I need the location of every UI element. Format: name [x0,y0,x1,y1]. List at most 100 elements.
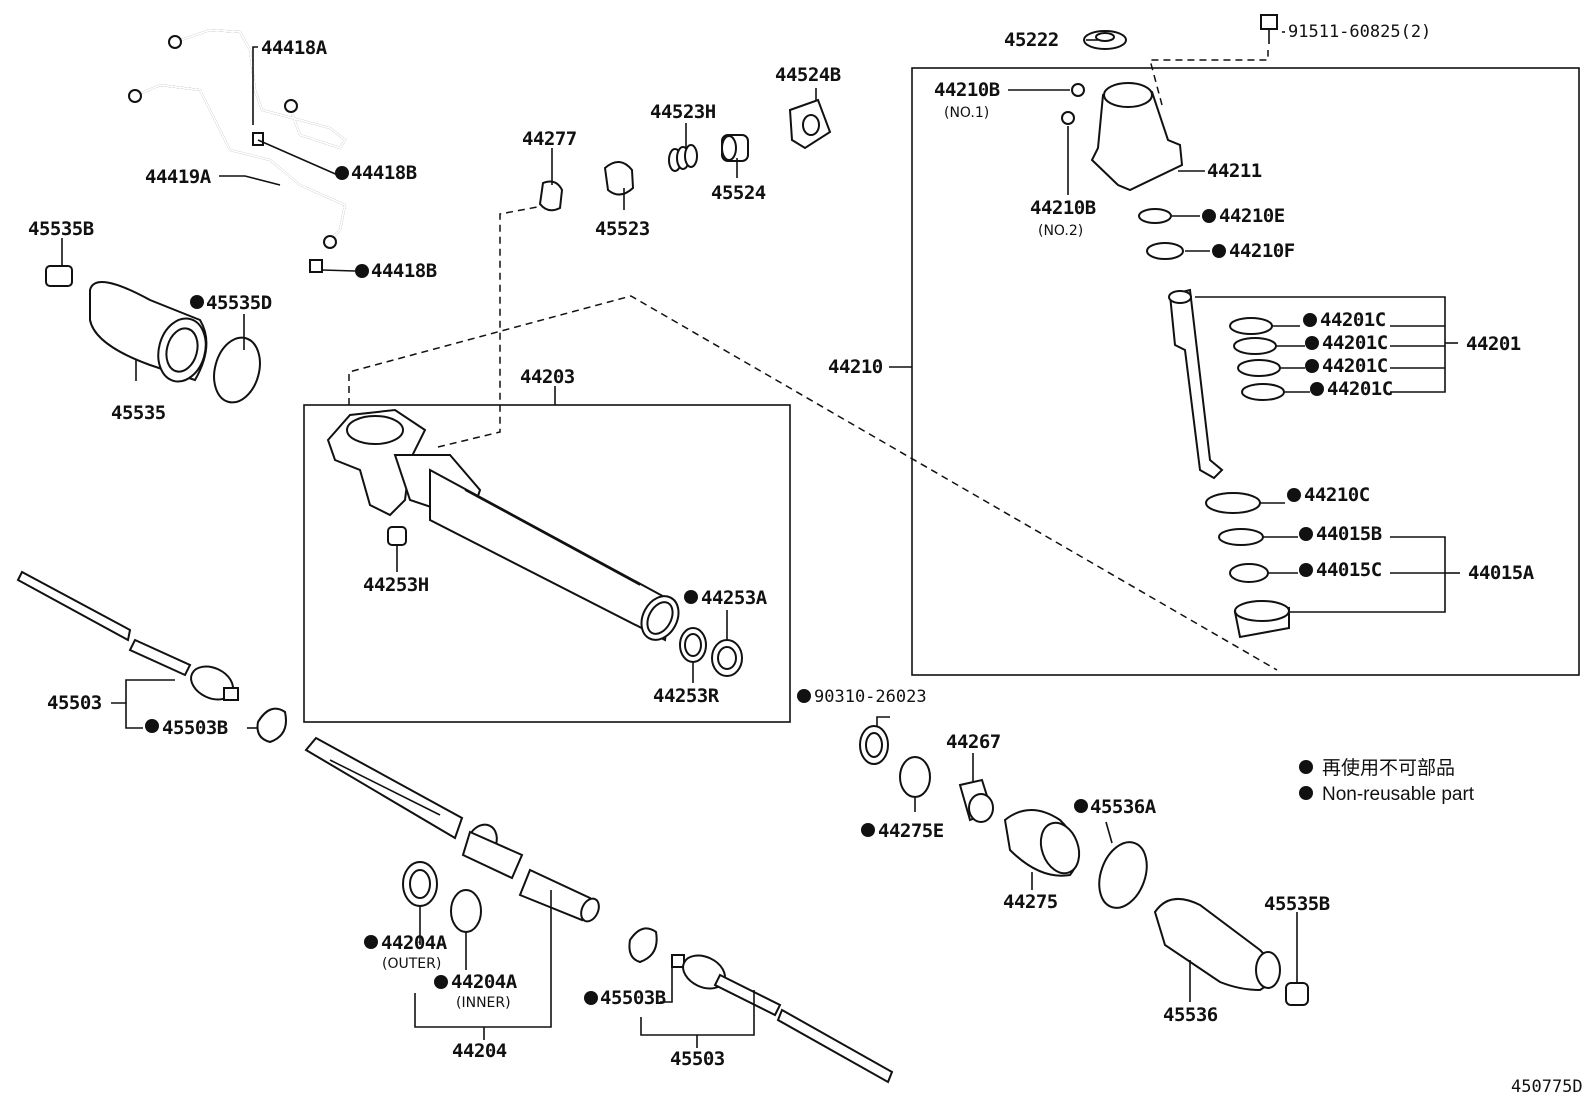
tie-rod-45503-left-icon [16,570,239,701]
callout-45222: 45222 [1004,29,1059,51]
seal-ring-44201C-icon [1233,337,1277,355]
callout-44275: 44275 [1003,891,1058,913]
valve-group-frame [911,67,1580,676]
washer-44210F-icon [1146,242,1184,260]
callout-44210E: 44210E [1219,205,1285,227]
lock-washer-45503B-right-icon [628,927,658,964]
o-ring-44204A-inner-icon [450,889,482,933]
callout-45535B: 45535B [1264,893,1330,915]
callout-44253A: 44253A [701,587,768,609]
sleeve-44267-icon [958,778,994,823]
clamp-45536A-icon [1098,841,1148,909]
seal-45222-icon [1083,30,1127,50]
callout-44015A: 44015A [1468,562,1535,584]
callout-44203: 44203 [520,366,575,388]
callout-45536A: 45536A [1090,796,1157,818]
clip-45535B-icon [1285,982,1309,1006]
plug-45523-icon [603,161,635,196]
callout-44201: 44201 [1466,333,1521,355]
projection-line-44277 [437,204,549,448]
callout-44210B-no1-note: (NO.1) [944,105,989,121]
callout-44277: 44277 [522,128,577,150]
diagram-reference-code: 450775D [1511,1077,1583,1097]
callout-44204A-inner-note: (INNER) [456,995,511,1011]
legend-japanese: 再使用不可部品 [1322,757,1455,779]
callout-44201C: 44201C [1322,332,1388,354]
callout-45536: 45536 [1163,1004,1218,1026]
callout-44204A-inner: 44204A [451,971,518,993]
washer-44210E-icon [1138,208,1172,224]
seal-ring-44201C-icon [1241,383,1285,401]
pressure-pipe-44419A [128,83,347,249]
valve-housing-44211-icon [1090,82,1184,192]
callout-45503B: 45503B [600,987,666,1009]
callout-44523H: 44523H [650,101,716,123]
callout-90310-26023: 90310-26023 [814,687,927,707]
housing-group-frame [303,404,791,723]
callout-44210: 44210 [828,356,883,378]
bolt-44210B-icon [1061,111,1075,125]
boot-45536-icon [1153,897,1281,992]
control-valve-shaft-44201-icon [1168,288,1224,480]
bushing-44253H-icon [387,526,407,546]
callout-44201C: 44201C [1327,378,1393,400]
rack-housing-44203-icon [326,408,680,642]
projection-line-bolt [1149,50,1269,106]
spring-44523H-icon [668,144,698,172]
rack-bar-44204-icon [304,736,600,923]
callout-44210F: 44210F [1229,240,1295,262]
pressure-pipe-44418A [168,28,347,150]
callout-45535B: 45535B [28,218,94,240]
callout-45503B: 45503B [162,717,228,739]
pipe-union-icon [309,259,323,273]
callout-44204A-outer-note: (OUTER) [382,956,441,972]
callout-91511-60825: 91511-60825(2) [1288,22,1431,42]
callout-44201C: 44201C [1322,355,1388,377]
boot-44275-icon [1003,809,1081,877]
callout-44015B: 44015B [1316,523,1382,545]
projection-line-valve [348,295,1278,671]
bolt-44210B-icon [1071,83,1085,97]
callout-44418B: 44418B [371,260,437,282]
seal-44015B-icon [1218,528,1264,546]
o-ring-44210C-icon [1205,492,1261,514]
callout-44275E: 44275E [878,820,944,842]
callout-44211: 44211 [1207,160,1262,182]
callout-44210B-no1: 44210B [934,79,1000,101]
callout-44210C: 44210C [1304,484,1370,506]
seal-ring-44201C-icon [1237,359,1281,377]
callout-44015C: 44015C [1316,559,1382,581]
clip-45535B-icon [45,265,73,287]
cap-44524B-icon [788,98,832,150]
callout-45535: 45535 [111,402,166,424]
seal-kit-44015A-icon [1233,600,1290,639]
callout-44201C: 44201C [1320,309,1386,331]
callout-45535D: 45535D [206,292,272,314]
non-reusable-dots [145,166,1324,1005]
legend-english: Non-reusable part [1322,784,1475,805]
pipe-union-icon [252,132,264,146]
lock-washer-45503B-left-icon [256,707,287,744]
callout-44267: 44267 [946,731,1001,753]
callout-44253H: 44253H [363,574,429,596]
clamp-45535D-icon [213,336,261,404]
bolt-91511-icon [1260,14,1278,44]
seal-44015C-icon [1229,563,1269,583]
o-ring-44275E-icon [899,756,931,798]
callout-44210B-no2-note: (NO.2) [1038,223,1083,239]
callout-45524: 45524 [711,182,766,204]
part-44277-icon [538,180,564,212]
callout-45503: 45503 [670,1048,725,1070]
guide-45524-icon [721,134,749,162]
callout-44524B: 44524B [775,64,841,86]
seal-ring-44201C-icon [1229,317,1273,335]
callout-44204: 44204 [452,1040,507,1062]
callout-44253R: 44253R [653,685,720,707]
callout-44210B-no2: 44210B [1030,197,1096,219]
callout-44419A: 44419A [145,166,212,188]
callout-44418A: 44418A [261,37,328,59]
tie-rod-45503-right-icon [671,954,894,1084]
callout-44204A-outer: 44204A [381,932,448,954]
